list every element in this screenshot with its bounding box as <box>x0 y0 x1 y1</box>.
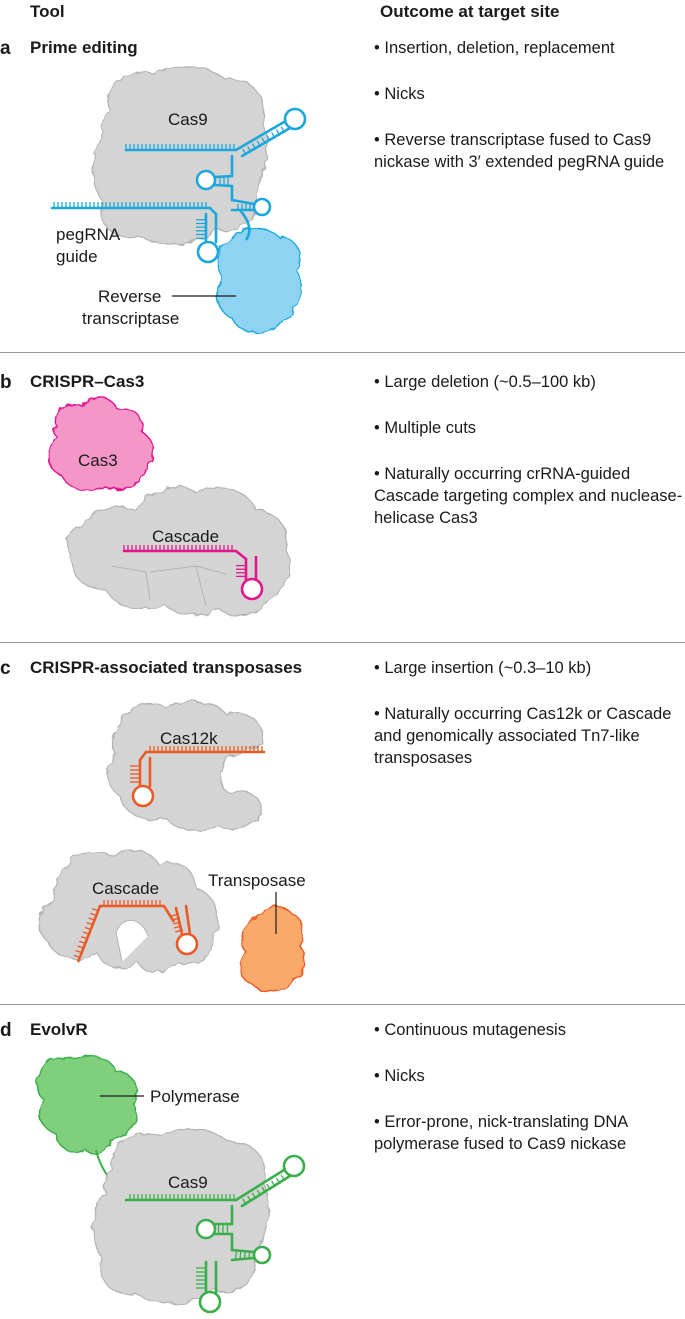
section-c-letter: c <box>0 658 11 679</box>
outcome-bullet: • Naturally occurring crRNA-guided Casca… <box>374 465 683 527</box>
section-d-outcomes: • Continuous mutagenesis • Nicks • Error… <box>374 1019 685 1179</box>
outcome-bullet: • Naturally occurring Cas12k or Cascade … <box>374 705 672 767</box>
cas9-protein-a <box>92 66 268 245</box>
section-d-letter: d <box>0 1020 12 1041</box>
outcome-bullet: • Continuous mutagenesis <box>374 1021 566 1039</box>
header-outcome: Outcome at target site <box>380 2 560 21</box>
outcome-bullet: • Nicks <box>374 1067 425 1085</box>
outcome-bullet: • Error-prone, nick-translating DNA poly… <box>374 1113 628 1153</box>
outcome-bullet: • Nicks <box>374 85 425 103</box>
cas12k-guide <box>130 746 266 808</box>
label-cas12k: Cas12k <box>160 729 218 748</box>
section-c-outcomes: • Large insertion (~0.3–10 kb) • Natural… <box>374 657 685 793</box>
label-reverse: Reverse <box>98 287 161 306</box>
polymerase-protein <box>35 1054 138 1155</box>
label-cascade-c: Cascade <box>92 879 159 898</box>
divider-c-d <box>0 1004 685 1005</box>
section-d-title: EvolvR <box>30 1020 88 1039</box>
outcome-bullet: • Multiple cuts <box>374 419 477 437</box>
divider-a-b <box>0 352 685 353</box>
guide-rna-d <box>124 1154 306 1314</box>
label-polymerase: Polymerase <box>150 1087 240 1106</box>
transposase-protein <box>239 906 306 993</box>
cascade-guide-c <box>73 900 199 963</box>
label-pegrna: pegRNA <box>56 225 121 244</box>
label-cascade-b: Cascade <box>152 527 219 546</box>
label-cas3: Cas3 <box>78 451 118 470</box>
pegrna-guide-a <box>50 107 307 264</box>
cas9-protein-d <box>92 1128 270 1304</box>
cas3-protein <box>47 396 154 492</box>
section-a-outcomes: • Insertion, deletion, replacement • Nic… <box>374 37 685 197</box>
outcome-bullet: • Insertion, deletion, replacement <box>374 39 615 57</box>
section-b-outcomes: • Large deletion (~0.5–100 kb) • Multipl… <box>374 371 685 553</box>
outcome-bullet: • Large insertion (~0.3–10 kb) <box>374 659 592 677</box>
section-b-letter: b <box>0 372 12 393</box>
label-cas9-d: Cas9 <box>168 1173 208 1192</box>
section-a-title: Prime editing <box>30 38 138 57</box>
label-cas9-a: Cas9 <box>168 110 208 129</box>
diag-strand-ticks <box>73 908 99 958</box>
label-guide: guide <box>56 247 98 266</box>
crrna-guide-b <box>122 545 264 601</box>
outcome-bullet: • Reverse transcriptase fused to Cas9 ni… <box>374 131 665 171</box>
section-a-letter: a <box>0 38 11 59</box>
reverse-transcriptase-protein <box>216 227 302 334</box>
outcome-bullet: • Large deletion (~0.5–100 kb) <box>374 373 596 391</box>
section-c-title: CRISPR-associated transposases <box>30 658 303 677</box>
divider-b-c <box>0 642 685 643</box>
cascade-protein-c <box>38 849 219 974</box>
section-b-title: CRISPR–Cas3 <box>30 372 145 391</box>
header-tool: Tool <box>30 2 65 21</box>
label-transcriptase: transcriptase <box>82 309 179 328</box>
label-transposase: Transposase <box>208 871 306 890</box>
